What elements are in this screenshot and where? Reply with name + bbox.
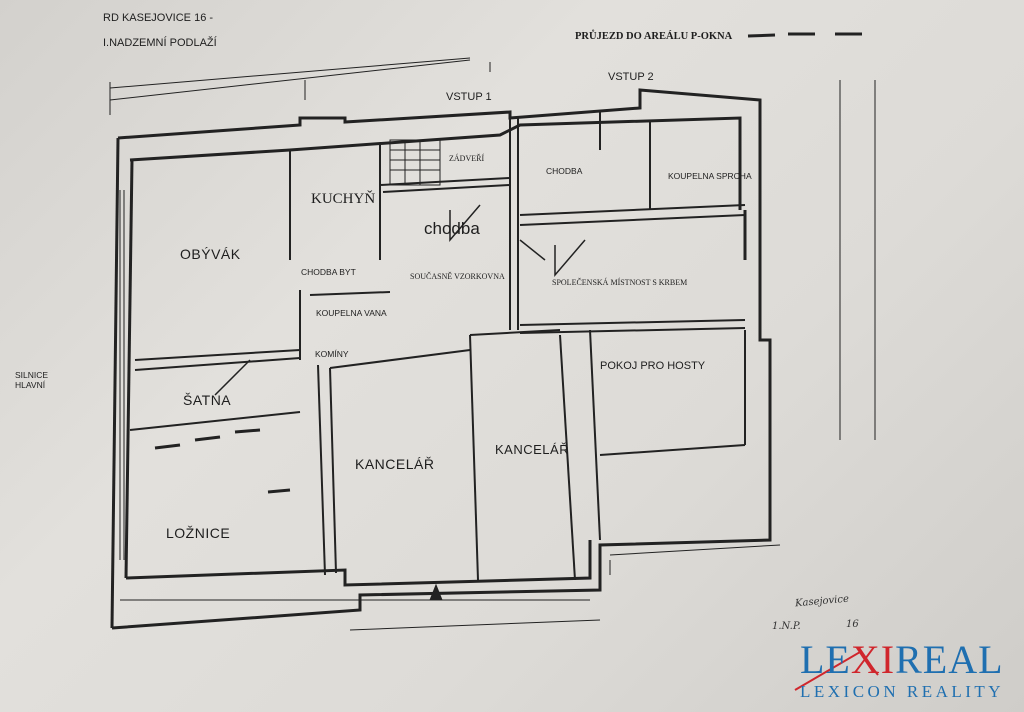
room-koupelna-vana: KOUPELNA VANA (316, 308, 387, 318)
passage-legend-dashes (747, 32, 862, 38)
room-chodba-upper: CHODBA (546, 166, 583, 176)
handwritten-number: 16 (846, 619, 859, 630)
logo-roof-line (794, 650, 879, 691)
plan-subtitle: I.NADZEMNÍ PODLAŽÍ (103, 37, 217, 49)
passage-legend: PRŮJEZD DO AREÁLU P-OKNA (575, 31, 733, 42)
logo-xi: XI (850, 637, 896, 682)
room-kominy: KOMÍNY (315, 349, 349, 359)
room-loznice: LOŽNICE (166, 525, 231, 541)
room-zadveri: ZÁDVEŘÍ (449, 154, 485, 163)
entrance-1-label: VSTUP 1 (446, 91, 492, 103)
logo-suffix: REAL (895, 637, 1004, 682)
road-label-line2: HLAVNÍ (15, 380, 46, 390)
room-satna: ŠATNA (183, 392, 232, 408)
room-chodba-main: chodba (424, 219, 480, 238)
room-pokoj-pro-hosty: POKOJ PRO HOSTY (600, 360, 706, 372)
logo-subtitle: LEXICON REALITY (800, 682, 1005, 701)
lexireal-logo: LEXIREAL LEXICON REALITY (800, 640, 1020, 702)
room-koupelna-sprcha: KOUPELNA SPRCHA (668, 171, 752, 181)
logo-prefix: LE (800, 637, 851, 682)
room-obyvak: OBÝVÁK (180, 246, 241, 262)
room-spolecenska-mistnost: SPOLEČENSKÁ MÍSTNOST S KRBEM (552, 278, 688, 287)
dimension-lines (109, 57, 876, 631)
room-kancelar-left: KANCELÁŘ (355, 456, 435, 472)
stairs (389, 139, 441, 186)
entrance-arrow (429, 583, 443, 601)
interior-walls (129, 110, 746, 581)
windows-left (119, 190, 125, 560)
room-kancelar-right: KANCELÁŘ (495, 442, 570, 457)
road-label-line1: SILNICE (15, 370, 49, 380)
room-kuchyn: KUCHYŇ (311, 191, 376, 207)
door-swings (214, 204, 586, 396)
wardrobe-dashes (154, 428, 291, 494)
plan-title: RD KASEJOVICE 16 - (103, 12, 214, 24)
room-chodba-byt: CHODBA BYT (301, 267, 356, 277)
entrance-2-label: VSTUP 2 (608, 71, 654, 83)
handwritten-floor: 1.N.P. (772, 621, 801, 632)
room-soucasne-vzorkovna: SOUČASNĚ VZORKOVNA (410, 272, 505, 281)
